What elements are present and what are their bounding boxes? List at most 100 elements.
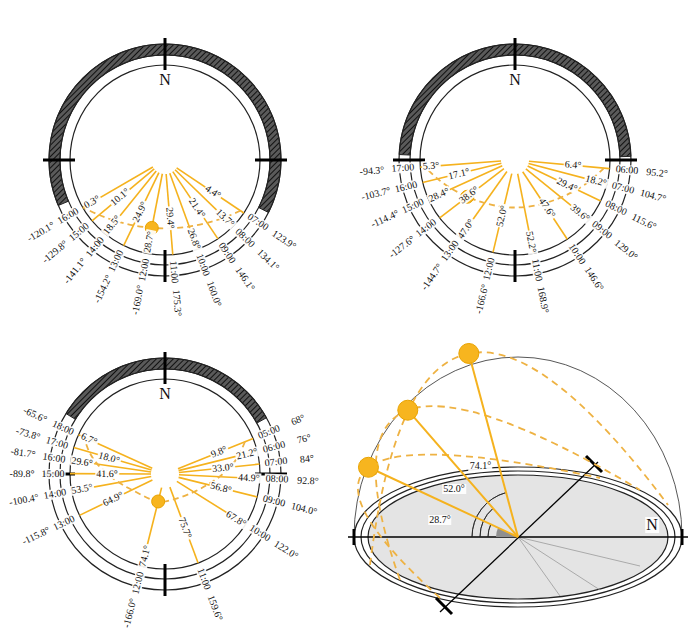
compass-tick <box>681 529 684 545</box>
hour-label: 07:00 <box>264 456 290 469</box>
altitude-label: 33.0° <box>210 462 234 474</box>
hour-label: 05:00 <box>255 423 282 442</box>
sun-path-plate <box>43 352 287 596</box>
altitude-label: 64.9° <box>100 490 126 509</box>
hour-label: 15:00 <box>400 197 427 216</box>
azimuth-label: -103.7° <box>359 185 392 202</box>
hour-label: 11:00 <box>529 257 544 283</box>
hour-label: 12:00 <box>136 257 151 283</box>
altitude-label: 18.2° <box>584 173 609 189</box>
azimuth-label: -73.8° <box>13 426 42 443</box>
hour-label: 11:00 <box>195 566 213 592</box>
azimuth-label: -166.0° <box>122 596 139 629</box>
compass-tick <box>586 456 602 472</box>
altitude-label: 29.4° <box>555 175 581 194</box>
azimuth-label: -81.7° <box>9 446 37 460</box>
altitude-label: 9.8° <box>208 444 229 460</box>
altitude-label: 47.0° <box>456 216 478 241</box>
azimuth-label: 68° <box>288 413 307 428</box>
sun-symbol <box>459 343 479 363</box>
azimuth-label: -154.2° <box>91 272 114 305</box>
compass-tick <box>393 159 425 162</box>
altitude-label: 47.6° <box>536 196 557 221</box>
azimuth-label: -115.8° <box>20 525 53 548</box>
azimuth-label: -127.6° <box>386 234 417 261</box>
horizon-ring <box>49 358 281 590</box>
compass-tick <box>255 159 287 162</box>
sun-ray <box>469 353 518 537</box>
altitude-label: 39.6° <box>568 202 593 225</box>
altitude-label: 67.8° <box>224 508 249 529</box>
azimuth-label: 134.1° <box>254 246 281 273</box>
altitude-label: 28.7° <box>142 230 156 255</box>
guide-line <box>518 537 560 596</box>
sun-path <box>84 437 245 501</box>
altitude-label: 28.4° <box>426 185 452 204</box>
altitude-label: 52.0° <box>494 204 509 229</box>
azimuth-label: -65.6° <box>20 405 49 425</box>
hour-label: 08:00 <box>233 226 258 250</box>
guide-line <box>518 537 600 590</box>
azimuth-label: 104.7° <box>638 188 668 205</box>
sun-ray <box>177 168 244 213</box>
hour-label: 11:00 <box>168 259 180 284</box>
hour-label: 16:00 <box>41 451 67 464</box>
altitude-label: 74.1° <box>137 543 152 568</box>
horizon-ring <box>420 65 610 255</box>
hour-label: 13:00 <box>51 513 78 533</box>
angle-arc <box>472 493 506 537</box>
azimuth-label: -166.6° <box>473 282 490 315</box>
azimuth-label: -129.8° <box>40 237 71 265</box>
azimuth-label: 76° <box>295 433 313 447</box>
sun-path <box>370 352 668 565</box>
north-label: N <box>508 72 522 88</box>
sun-ray <box>493 174 512 253</box>
north-label: N <box>158 386 172 402</box>
north-label: N <box>158 72 172 88</box>
altitude-label: 21.2° <box>234 446 259 461</box>
altitude-label: 29.6° <box>70 455 95 468</box>
hour-label: 15:00 <box>41 469 66 479</box>
altitude-label: 6.4° <box>563 159 582 171</box>
horizon-ring <box>399 44 631 276</box>
azimuth-label: -169.0° <box>130 284 146 317</box>
azimuth-label: -100.4° <box>8 492 41 508</box>
azimuth-label: 92.8° <box>296 475 320 486</box>
azimuth-label: -89.8° <box>9 468 36 478</box>
guide-line <box>518 537 640 566</box>
altitude-label: 0.3° <box>82 193 103 211</box>
azimuth-label: 104.0° <box>289 500 319 517</box>
sky-dome <box>354 357 682 537</box>
elevation-angle-label: 52.0° <box>442 484 466 494</box>
azimuth-label: 159.6° <box>205 593 224 623</box>
azimuth-label: 115.6° <box>629 211 659 232</box>
altitude-label: 44.9° <box>237 473 261 484</box>
hour-label: 06:00 <box>614 164 640 176</box>
altitude-label: 29.4° <box>164 206 176 230</box>
elevation-angle-label: 74.1° <box>469 461 493 471</box>
azimuth-label: -144.7° <box>419 261 446 293</box>
azimuth-label: 160.0° <box>204 279 223 309</box>
azimuth-label: -120.1° <box>25 219 58 244</box>
azimuth-label: -94.3° <box>359 165 387 177</box>
compass-tick <box>605 159 637 162</box>
elevation-angle-label: 28.7° <box>428 515 452 525</box>
hour-label: 18:00 <box>50 418 77 437</box>
compass-tick <box>353 529 356 545</box>
altitude-label: 52.2° <box>524 230 538 255</box>
sun-symbol <box>398 400 418 420</box>
azimuth-label: 123.9° <box>269 228 298 252</box>
angle-arc <box>488 524 491 537</box>
perspective-view <box>348 343 688 614</box>
azimuth-label: -141.1° <box>61 256 89 287</box>
compass-tick <box>164 352 167 384</box>
hour-label: 10:00 <box>194 252 212 279</box>
horizon-ring <box>70 65 260 255</box>
hour-label: 17:00 <box>391 162 416 174</box>
compass-tick <box>164 38 167 70</box>
azimuth-label: -114.4° <box>368 208 401 230</box>
hour-label: 14:00 <box>42 487 68 501</box>
altitude-label: 13.7° <box>213 207 237 231</box>
